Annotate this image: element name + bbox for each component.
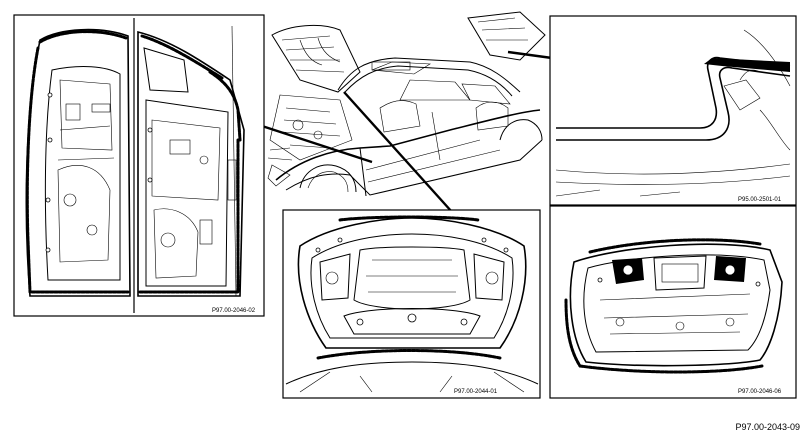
door-shell-right xyxy=(137,25,245,297)
trunk-panel-code: P97.00-2046-06 xyxy=(738,389,782,395)
door-panel: P97.00-2046-02 xyxy=(13,14,265,317)
door-shell-left xyxy=(25,28,131,297)
detail-panel: P95.00-2501-01 xyxy=(549,15,797,206)
door-panel-code: P97.00-2046-02 xyxy=(212,308,256,314)
car-body-illustration xyxy=(267,11,546,197)
trunk-panel: P97.00-2046-06 xyxy=(549,205,797,399)
detail-panel-code: P95.00-2501-01 xyxy=(738,197,782,203)
hood-panel-code: P97.00-2044-01 xyxy=(454,389,498,395)
figure-code: P97.00-2043-09 xyxy=(735,422,800,432)
hood-panel: P97.00-2044-01 xyxy=(282,209,541,399)
